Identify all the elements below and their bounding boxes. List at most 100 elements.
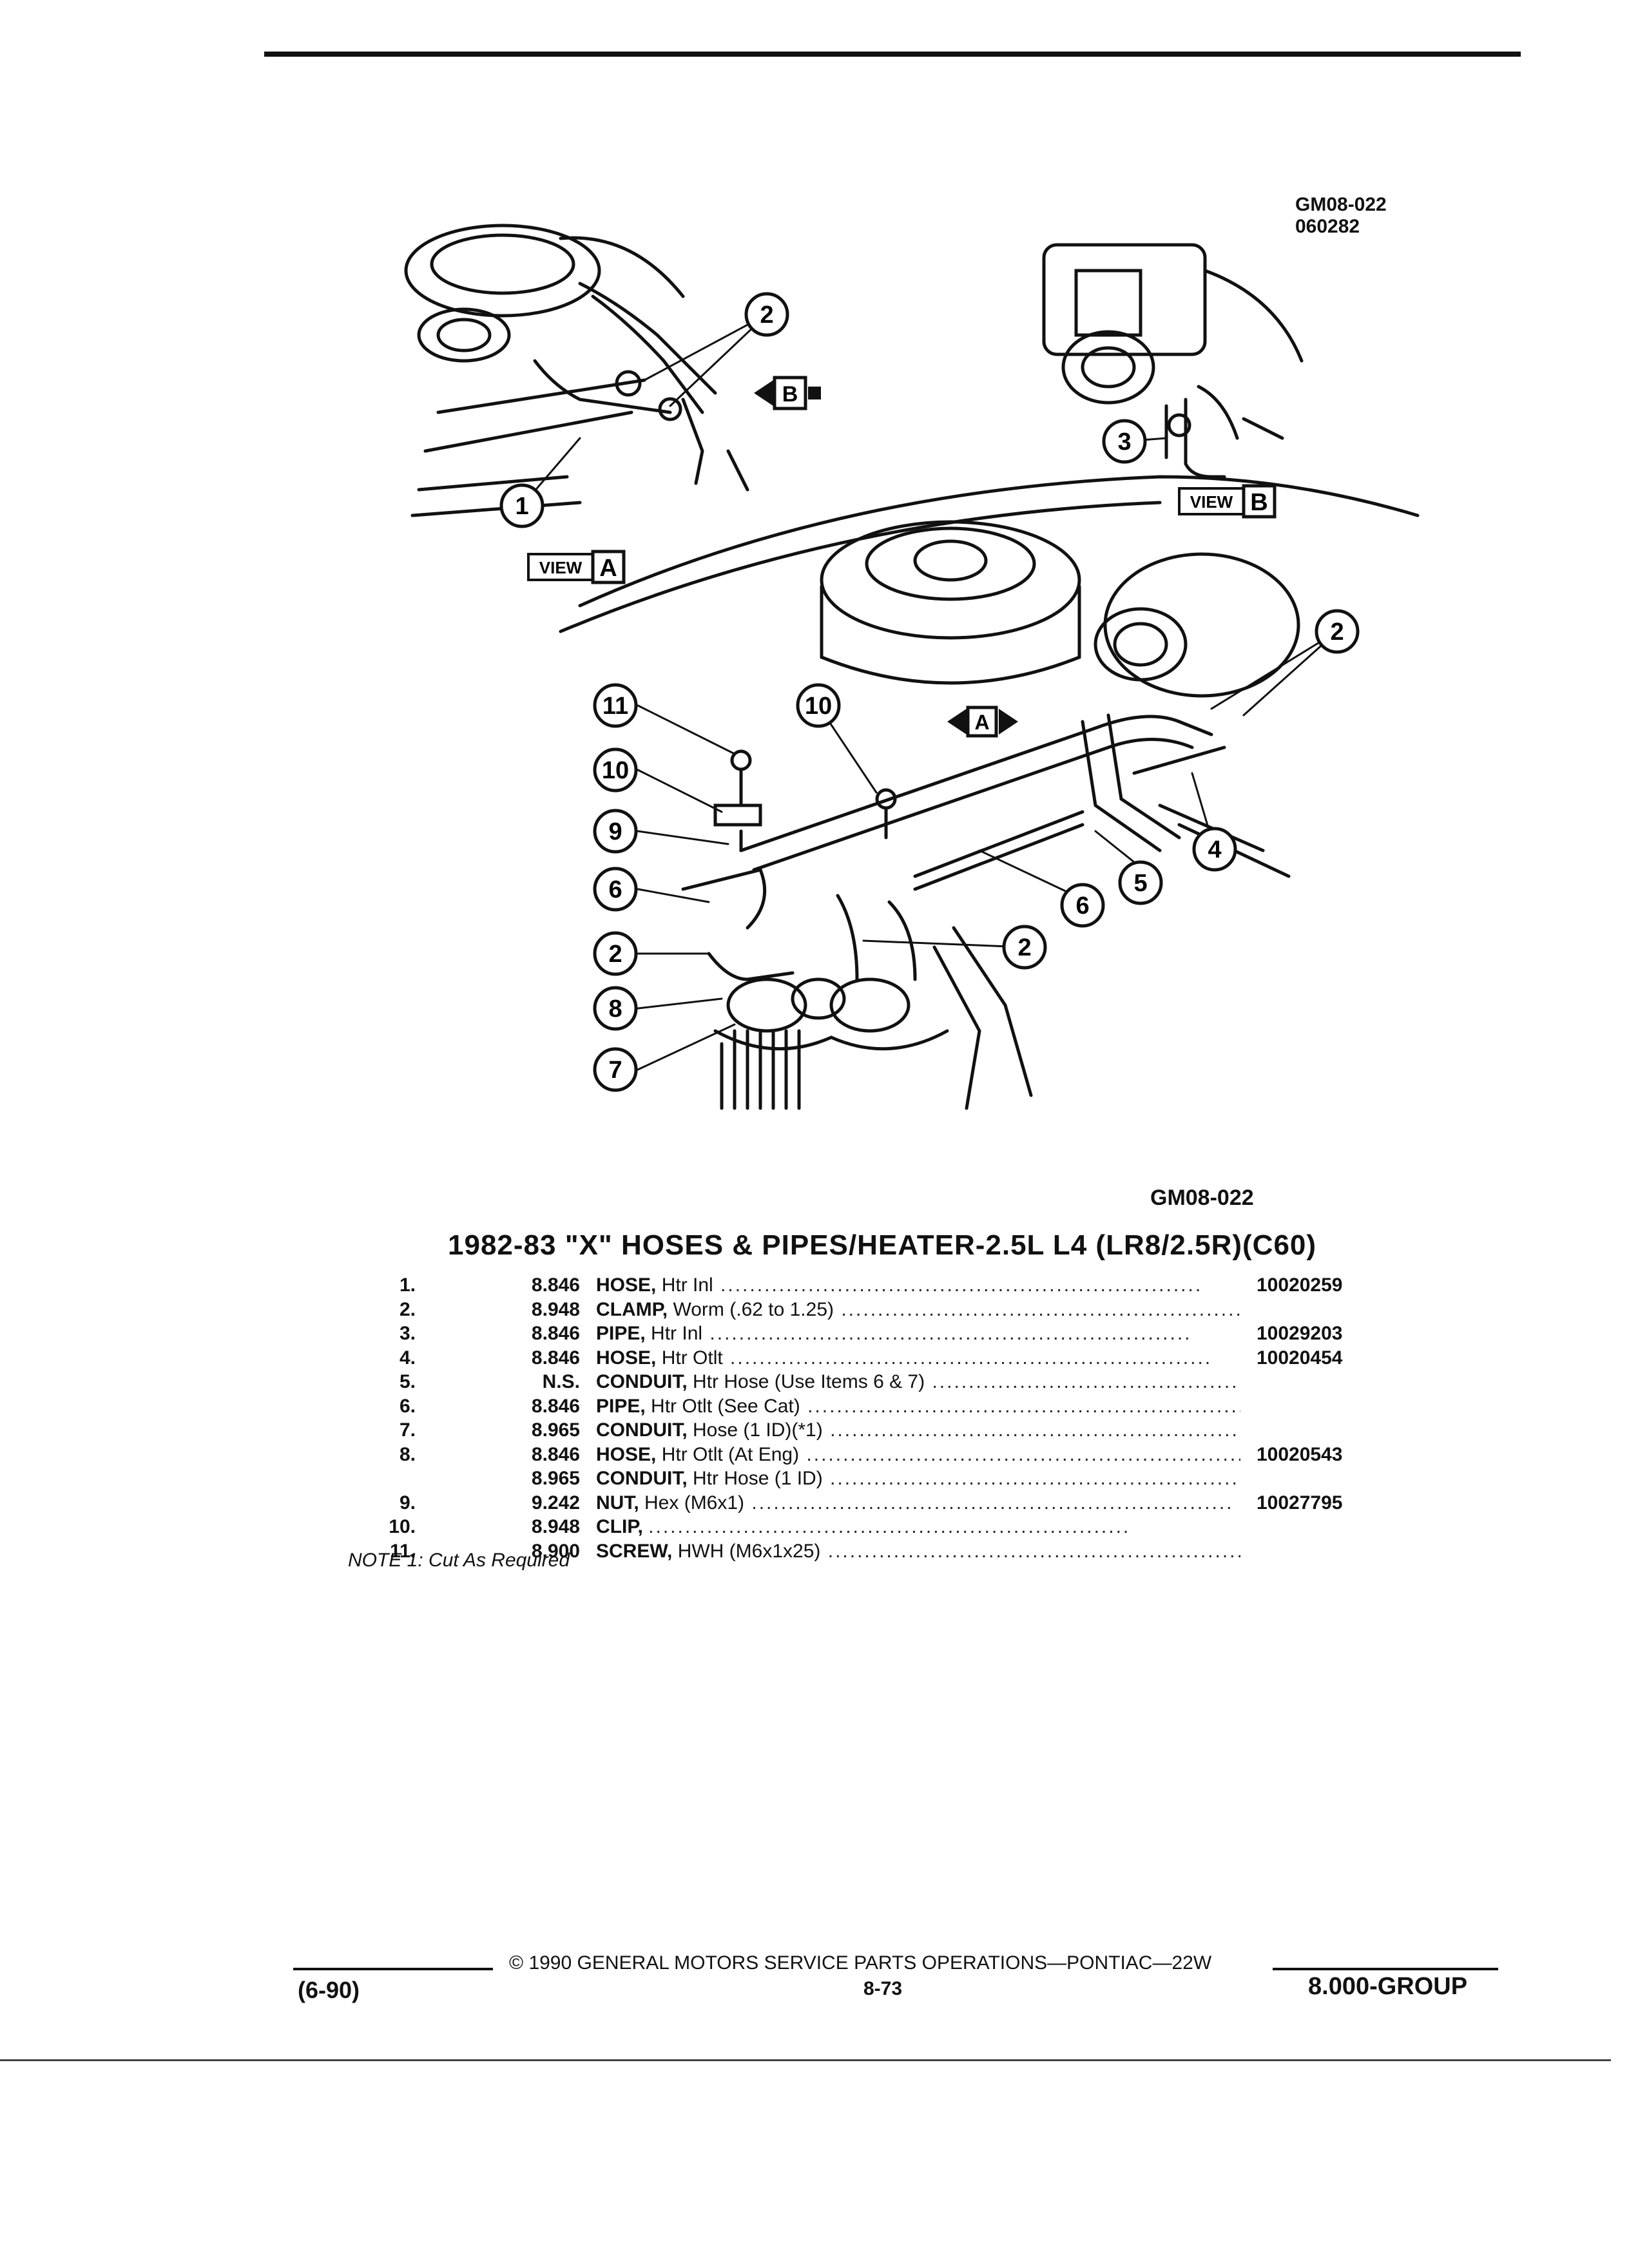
part-number-index: 9. (399, 1492, 416, 1514)
callout-2: 2 (744, 292, 789, 337)
part-number-index: 11. (389, 1540, 416, 1562)
part-description: HOSE, Htr Otlt .........................… (596, 1347, 1240, 1369)
part-spec: Htr Otlt (At Eng) (661, 1443, 800, 1465)
main-drawing (559, 475, 1420, 1110)
part-spec: Htr Hose (1 ID) (693, 1468, 823, 1489)
group-code: 8.900 (531, 1540, 580, 1562)
part-number-index: 7. (399, 1419, 416, 1441)
part-description: HOSE, Htr Otlt (At Eng) ................… (596, 1444, 1240, 1466)
part-name: PIPE, (596, 1323, 646, 1344)
callout-6: 6 (593, 867, 638, 912)
footer-date: (6-90) (298, 1977, 360, 2003)
part-catalog-number: 10027795 (1257, 1492, 1343, 1514)
svg-text:VIEW: VIEW (1190, 492, 1233, 512)
callout-5: 5 (1118, 860, 1163, 905)
callout-10: 10 (796, 683, 841, 728)
table-note: NOTE 1: Cut As Required (348, 1550, 570, 1571)
leader-dots: ........................................… (827, 1540, 1240, 1562)
view-a-drawing (404, 224, 749, 517)
leader-dots: ........................................… (722, 1347, 1213, 1369)
part-spec: Htr Otlt (661, 1347, 723, 1369)
callouts: 1 2 3 2 11 10 10 9 6 2 8 7 6 5 4 2 (499, 292, 1360, 1092)
part-name: CONDUIT, (596, 1371, 688, 1392)
callout-9: 9 (593, 809, 638, 854)
part-description: PIPE, Htr Inl ..........................… (596, 1323, 1240, 1345)
callout-6: 6 (1060, 883, 1105, 928)
callout-1: 1 (499, 483, 545, 528)
part-spec: Htr Inl (651, 1323, 703, 1344)
part-description: CONDUIT, Hose (1 ID)(*1) ...............… (596, 1419, 1240, 1441)
part-spec: Htr Inl (661, 1274, 713, 1296)
part-number-index: 5. (399, 1371, 416, 1392)
leader-lines (521, 313, 1338, 1071)
bottom-rule (0, 2059, 1611, 2061)
svg-text:11: 11 (602, 693, 628, 720)
svg-text:4: 4 (1208, 836, 1221, 863)
footer-rule-left (293, 1968, 493, 1970)
part-catalog-number: 10020454 (1257, 1347, 1343, 1369)
part-number-index: 2. (399, 1298, 416, 1320)
svg-text:2: 2 (1330, 619, 1344, 646)
page-title: 1982-83 "X" HOSES & PIPES/HEATER-2.5L L4… (448, 1229, 1317, 1261)
svg-text:3: 3 (1117, 428, 1131, 456)
part-description: CONDUIT, Htr Hose (Use Items 6 & 7) ....… (596, 1371, 1240, 1393)
heater-hose-diagram: 1 2 3 2 11 10 10 9 6 2 8 7 6 5 4 2 VIEW … (404, 224, 1420, 1110)
part-name: CLAMP, (596, 1298, 668, 1320)
arrow-a-marker: A (947, 706, 1018, 738)
svg-text:9: 9 (608, 818, 622, 845)
part-name: HOSE, (596, 1443, 657, 1465)
leader-dots: ........................................… (702, 1323, 1192, 1344)
leader-dots: ........................................… (830, 1468, 1240, 1489)
group-code: 8.846 (531, 1274, 580, 1296)
leader-dots: ........................................… (841, 1298, 1240, 1320)
svg-text:1: 1 (515, 493, 528, 520)
arrow-b-marker: B (754, 376, 821, 410)
group-code: 8.948 (531, 1298, 580, 1320)
part-number-index: 8. (399, 1443, 416, 1465)
part-catalog-number: 10029203 (1257, 1323, 1343, 1344)
leader-dots: ........................................… (830, 1419, 1240, 1441)
svg-text:5: 5 (1133, 870, 1147, 897)
group-code: N.S. (542, 1371, 580, 1392)
part-description: SCREW, HWH (M6x1x25) ...................… (596, 1541, 1240, 1562)
part-name: HOSE, (596, 1274, 657, 1296)
group-code: 8.846 (531, 1347, 580, 1369)
part-spec: Worm (.62 to 1.25) (673, 1298, 834, 1320)
footer-group: 8.000-GROUP (1308, 1973, 1468, 2000)
part-description: CONDUIT, Htr Hose (1 ID) ...............… (596, 1468, 1240, 1490)
callout-7: 7 (593, 1047, 638, 1092)
leader-dots: ........................................… (807, 1395, 1240, 1417)
part-name: CLIP, (596, 1516, 643, 1537)
leader-dots: ........................................… (932, 1371, 1240, 1392)
part-description: CLAMP, Worm (.62 to 1.25) ..............… (596, 1299, 1240, 1321)
part-spec: Htr Hose (Use Items 6 & 7) (693, 1371, 925, 1392)
group-code: 8.846 (531, 1323, 580, 1344)
callout-4: 4 (1192, 827, 1237, 872)
callout-11: 11 (593, 683, 638, 728)
part-name: NUT, (596, 1492, 639, 1514)
footer-rule-right (1273, 1968, 1498, 1970)
part-spec: Htr Otlt (See Cat) (651, 1395, 800, 1417)
figure-date-code: 060282 (1295, 216, 1360, 237)
leader-dots: ........................................… (713, 1274, 1203, 1296)
part-number-index: 10. (389, 1516, 416, 1537)
group-code: 8.846 (531, 1395, 580, 1417)
svg-text:B: B (782, 382, 798, 407)
callout-3: 3 (1102, 419, 1147, 464)
leader-dots: ........................................… (744, 1492, 1234, 1514)
part-description: NUT, Hex (M6x1) ........................… (596, 1492, 1240, 1514)
svg-text:10: 10 (805, 693, 832, 720)
part-name: CONDUIT, (596, 1468, 688, 1489)
callout-2: 2 (1002, 925, 1047, 970)
part-name: PIPE, (596, 1395, 646, 1417)
footer-page-number: 8-73 (863, 1978, 903, 1999)
view-b-label: VIEW B (1178, 484, 1277, 519)
view-b-drawing (1042, 243, 1304, 479)
figure-caption-code: GM08-022 (1150, 1186, 1254, 1210)
svg-text:2: 2 (608, 941, 622, 968)
part-number-index: 1. (399, 1274, 416, 1296)
figure-code: GM08-022 (1295, 194, 1387, 215)
part-description: HOSE, Htr Inl ..........................… (596, 1274, 1240, 1296)
svg-text:VIEW: VIEW (539, 558, 583, 577)
top-rule (264, 52, 1521, 57)
